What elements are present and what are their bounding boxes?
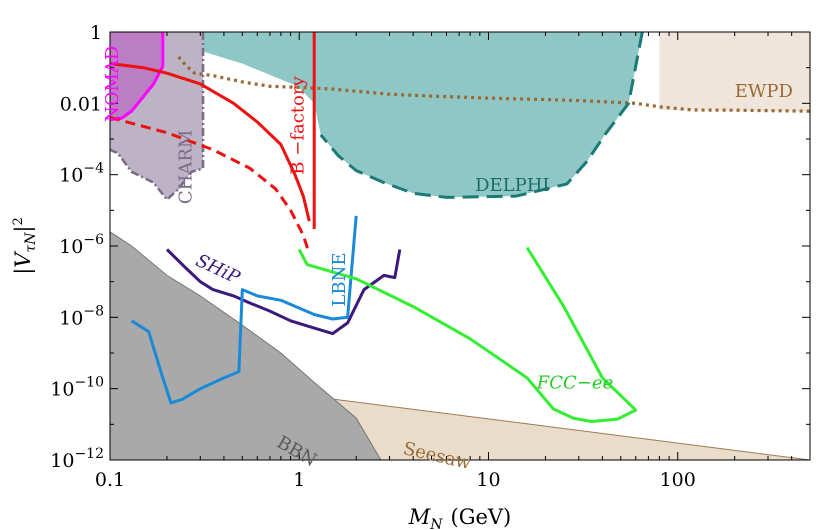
bbn-region: [110, 231, 382, 460]
y-tick-label: 10−8: [59, 303, 104, 329]
x-tick-label: 0.1: [95, 469, 125, 491]
y-tick-label: 10−10: [50, 375, 104, 401]
lbne-label: LBNE: [329, 253, 350, 307]
ewpd-curve: [177, 55, 810, 113]
y-tick-label: 10−4: [59, 161, 104, 187]
lbne-curve: [130, 215, 358, 405]
charm-curve: [110, 32, 205, 201]
y-axis-label-main: |V: [11, 251, 36, 275]
y-tick-label: 10−6: [59, 232, 104, 258]
nomad-label: NOMAD: [102, 46, 123, 122]
y-axis-label-close: |: [11, 225, 36, 232]
charm-label: CHARM: [176, 130, 197, 204]
y-axis-label-sub: τN: [23, 232, 39, 253]
x-axis-label-main: M: [408, 505, 431, 529]
b-factory-curve: [110, 62, 311, 222]
delphi-region: [185, 32, 643, 198]
ewpd-label: EWPD: [735, 81, 793, 102]
y-axis-label-sup: 2: [11, 217, 26, 225]
x-tick-label: 1: [293, 469, 305, 491]
x-tick-label: 10: [476, 469, 500, 491]
y-tick-label: 1: [90, 22, 102, 44]
x-tick-label: 100: [660, 469, 696, 491]
b-factory-label: B −factory: [287, 76, 308, 175]
fcc-ee-label: FCC−ee: [536, 373, 613, 394]
y-axis-label: |VτN|2: [11, 217, 39, 275]
fcc-ee-curve: [297, 246, 638, 423]
x-axis-label: MN (GeV): [408, 505, 512, 530]
y-tick-label: 0.01: [60, 93, 102, 115]
x-axis-label-sub: N: [429, 517, 443, 530]
delphi-label: DELPHI: [475, 175, 549, 196]
y-tick-label: 10−12: [50, 446, 104, 472]
delphi-curve: [319, 32, 644, 199]
ship-curve: [165, 248, 402, 336]
b-factory-projection-curve: [110, 116, 311, 255]
nomad-region: [110, 32, 163, 120]
x-axis-label-unit: (GeV): [451, 505, 512, 529]
ewpd-region: [659, 32, 810, 112]
